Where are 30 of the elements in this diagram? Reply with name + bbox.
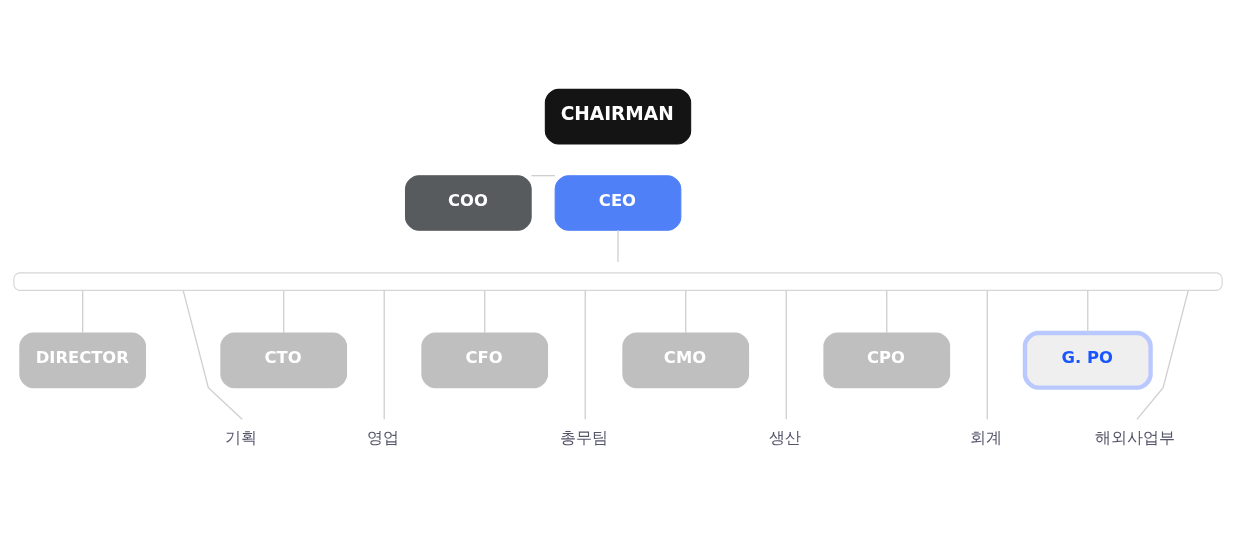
connector (584, 289, 586, 420)
connector (283, 289, 285, 334)
connector (785, 289, 787, 420)
connector (1087, 289, 1089, 334)
node-box: CFO (421, 332, 549, 389)
connector (986, 289, 988, 420)
connector (685, 289, 687, 334)
connector (530, 175, 556, 177)
node-text: 영업 (367, 427, 400, 447)
connector (383, 289, 385, 420)
node-box: G. PO (1022, 330, 1153, 390)
node-box: CTO (220, 332, 348, 389)
node-text: 회계 (970, 427, 1003, 447)
node-text: 생산 (769, 427, 802, 447)
node-box (13, 272, 1223, 291)
node-box: DIRECTOR (19, 332, 147, 389)
connector (617, 229, 619, 263)
connector (484, 289, 486, 334)
connector (82, 289, 84, 334)
node-box: CPO (823, 332, 951, 389)
node-box: CHAIRMAN (544, 88, 692, 145)
node-box: COO (404, 175, 532, 231)
node-text: 총무팀 (560, 427, 609, 447)
connector (1136, 289, 1189, 420)
node-text: 해외사업부 (1095, 427, 1176, 447)
node-box: CEO (554, 175, 682, 231)
connector (182, 289, 243, 420)
connector (886, 289, 888, 334)
node-text: 기획 (225, 427, 258, 447)
node-box: CMO (622, 332, 750, 389)
